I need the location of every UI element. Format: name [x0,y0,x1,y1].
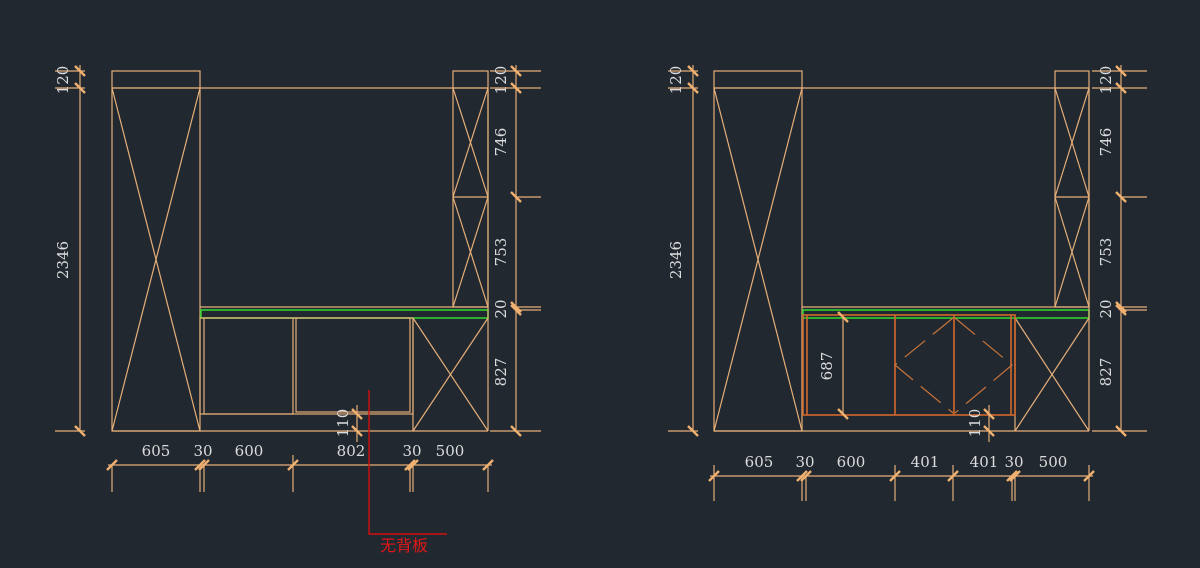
dim-text: 2346 [667,241,685,279]
dim-text: 120 [1097,66,1115,95]
bottom-dimension: 605 30 600 802 30 500 [106,442,494,492]
dim-text: 500 [436,442,465,460]
dim-text: 687 [818,352,836,381]
dim-text: 30 [402,442,421,460]
tall-cabinet-right [1054,70,1090,308]
dim-text: 401 [911,453,940,471]
countertop [802,309,1090,319]
right-dimension: 120 746 753 20 827 [490,65,541,437]
left-dimension: 120 2346 [667,65,699,437]
dim-text: 600 [837,453,866,471]
plinth-dimension: 110 [334,405,363,442]
cabinet-doors [802,314,1016,416]
dim-text: 20 [492,299,510,318]
dim-text: 500 [1039,453,1068,471]
dim-text: 600 [235,442,264,460]
dim-text: 30 [193,442,212,460]
dim-text: 746 [1097,128,1115,157]
bottom-dimension: 605 30 600 401 401 30 500 [708,453,1095,501]
dim-text: 2346 [54,241,72,279]
dim-text: 401 [970,453,999,471]
base-cabinet [714,88,1090,432]
dim-text: 30 [1004,453,1023,471]
dim-text: 110 [966,409,984,438]
dim-text: 827 [1097,358,1115,387]
no-back-panel-annotation: 无背板 [368,390,447,555]
plinth-dimension: 110 [966,405,995,442]
dim-text: 20 [1097,299,1115,318]
dim-text: 802 [337,442,366,460]
dim-text: 110 [334,409,352,438]
drawing-right: 687 120 2346 120 746 753 20 827 110 [667,65,1147,501]
dim-text: 30 [795,453,814,471]
base-cabinet [112,88,489,432]
dim-text: 753 [1097,238,1115,267]
dim-text: 827 [492,358,510,387]
dim-text: 120 [667,66,685,95]
left-dimension: 120 2346 [54,65,86,437]
dim-text: 120 [54,66,72,95]
tall-cabinet-left [111,70,201,432]
tall-cabinet-left [713,70,803,432]
dim-text: 605 [745,453,774,471]
dim-text: 605 [142,442,171,460]
annotation-text: 无背板 [380,536,428,555]
tall-cabinet-right [452,70,489,308]
right-dimension: 120 746 753 20 827 [1092,65,1147,437]
door-height-dimension: 687 [818,311,849,420]
dim-text: 120 [492,66,510,95]
dim-text: 753 [492,238,510,267]
drawing-left: 120 2346 120 746 753 20 827 110 [54,65,541,555]
countertop [200,309,489,319]
dim-text: 746 [492,128,510,157]
